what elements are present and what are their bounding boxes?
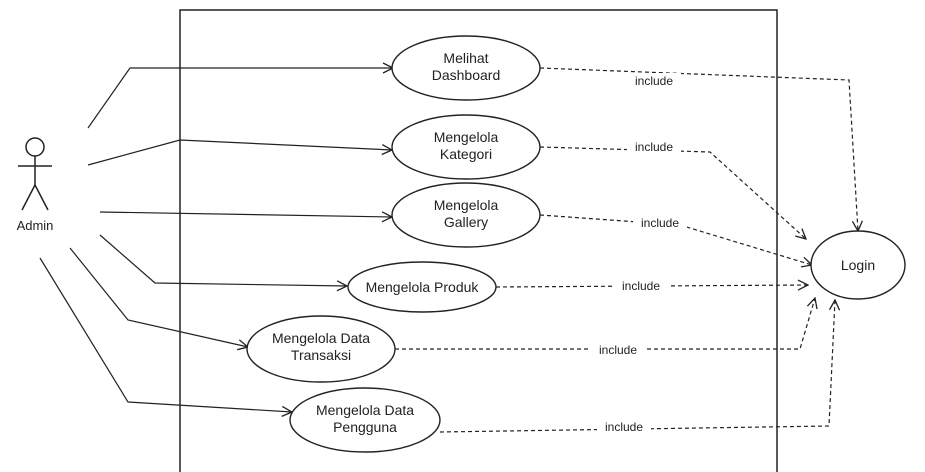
use-case-label-line: Kategori: [440, 146, 492, 162]
use-case-label-line: Transaksi: [291, 347, 351, 363]
use-case-label-line: Gallery: [444, 214, 488, 230]
use-case-label-line: Mengelola: [434, 129, 499, 145]
use-case-label-line: Mengelola Data: [316, 402, 414, 418]
include-label-dashboard: include: [635, 74, 673, 88]
use-case-login[interactable]: Login: [810, 230, 906, 300]
actor-admin[interactable]: Admin: [17, 137, 54, 233]
include-label-produk: include: [622, 279, 660, 293]
include-line-dashboard: [539, 67, 858, 231]
include-line-transaksi: [395, 298, 815, 350]
stick-figure-icon: [18, 137, 52, 211]
use-case-label-line: Mengelola Produk: [366, 279, 480, 295]
include-label-transaksi: include: [599, 343, 637, 357]
use-case-transaksi[interactable]: Mengelola Data Transaksi: [246, 315, 396, 383]
associations: [39, 68, 393, 412]
association-kategori: [87, 139, 392, 166]
use-case-label-line: Mengelola: [434, 197, 499, 213]
include-label-kategori: include: [635, 140, 673, 154]
include-line-pengguna: [439, 300, 835, 433]
use-case-pengguna[interactable]: Mengelola Data Pengguna: [289, 387, 441, 453]
include-label-gallery: include: [641, 216, 679, 230]
login-label: Login: [841, 257, 875, 273]
association-transaksi: [69, 247, 248, 347]
use-case-label-line: Dashboard: [432, 67, 501, 83]
association-gallery: [99, 212, 392, 217]
use-case-label-line: Pengguna: [333, 419, 397, 435]
use-case-kategori[interactable]: Mengelola Kategori: [391, 114, 541, 180]
include-label-pengguna: include: [605, 420, 643, 434]
actor-label: Admin: [17, 218, 54, 233]
include-line-kategori: [539, 146, 806, 239]
use-case-label-line: Mengelola Data: [272, 330, 370, 346]
use-case-gallery[interactable]: Mengelola Gallery: [391, 182, 541, 248]
association-produk: [99, 234, 347, 286]
association-dashboard: [87, 68, 393, 129]
system-boundary: [179, 9, 778, 472]
use-case-produk[interactable]: Mengelola Produk: [347, 261, 497, 313]
include-labels: include include include include include …: [591, 73, 687, 434]
association-pengguna: [39, 257, 292, 412]
use-case-label-line: Melihat: [443, 50, 488, 66]
use-case-dashboard[interactable]: Melihat Dashboard: [391, 35, 541, 101]
